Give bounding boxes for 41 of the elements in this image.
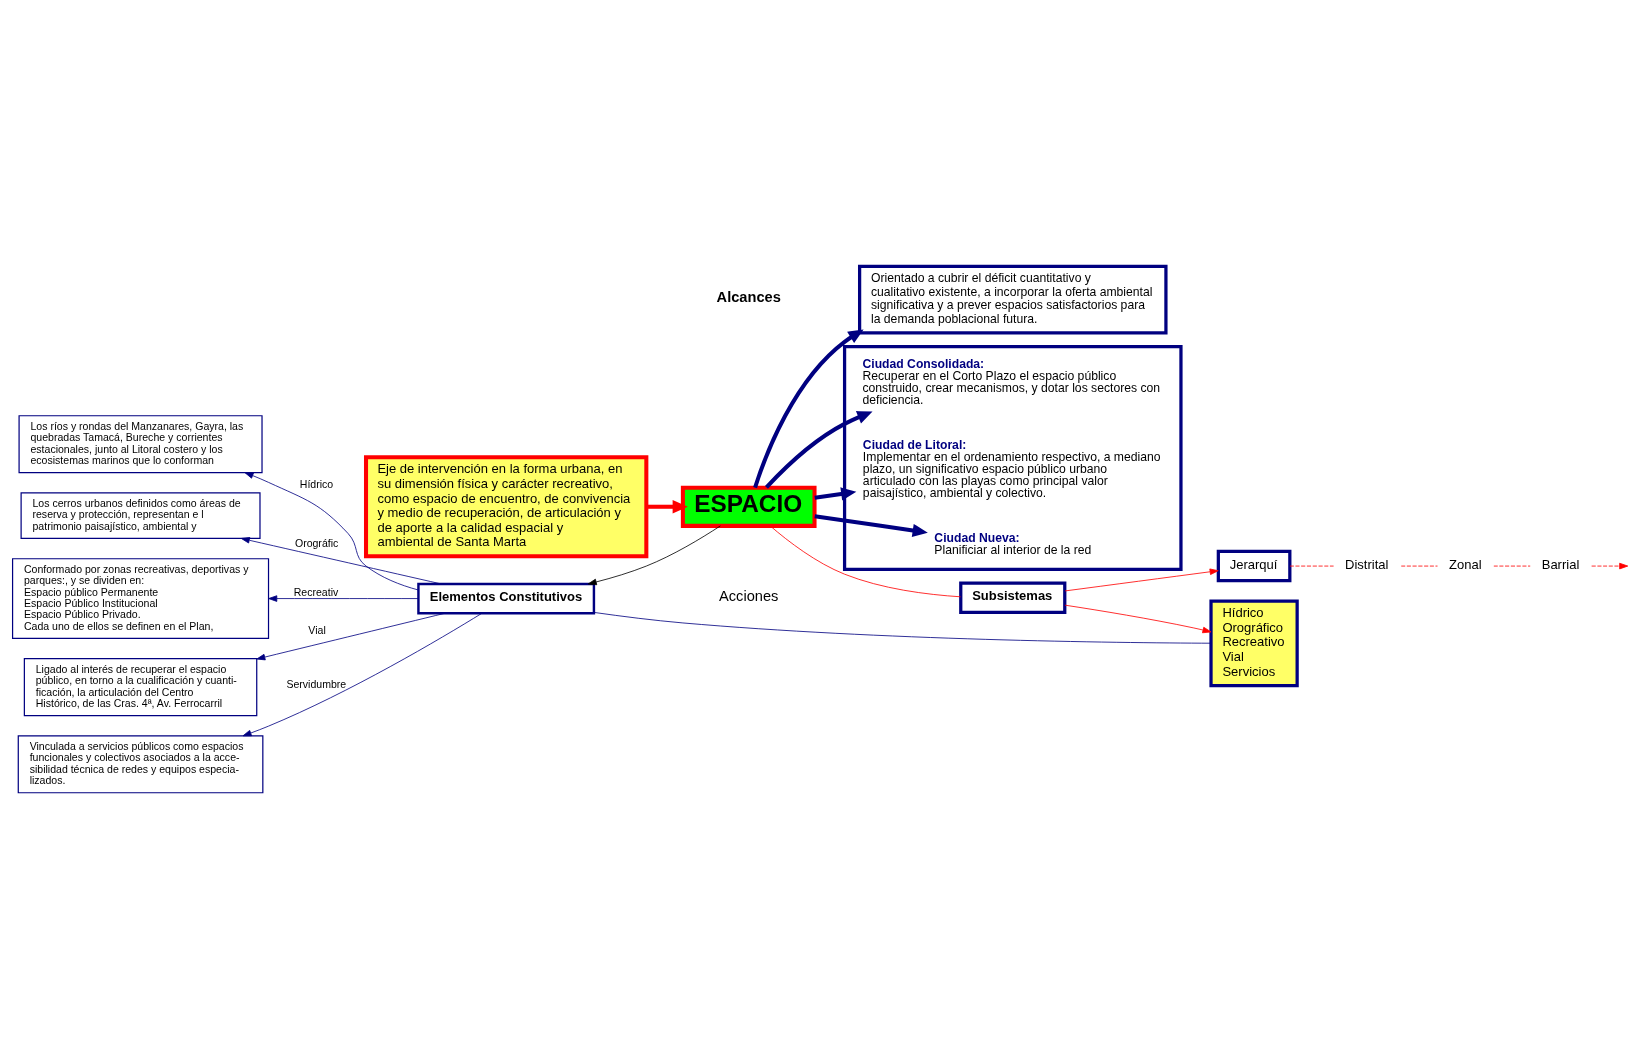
node-box: Los ríos y rondas del Manzanares, Gayra, las quebradas Tamacá, Bureche y corrientes estacionales, junto al Litoral costero y los ecosistemas marinos que lo conforman	[18, 415, 263, 474]
arrow	[242, 612, 483, 737]
node-box: Ligado al interés de recuperar el espacio público, en torno a la cualificación y cuanti- ficación, la articulación del Centro Histórico, de las Cras. 4ª, Av. Ferrocarril	[23, 658, 258, 717]
edge-label: Recreativ	[293, 585, 339, 598]
arrow	[814, 514, 928, 538]
edge-label: Servidumbre	[286, 678, 347, 691]
node-text: Ciudad Consolidada: Recuperar en el Corto Plazo el espacio público construido, crear mecanismos, y dotar los sectores con deficiencia.	[862, 356, 1161, 408]
edge-label: Hídrico	[299, 478, 334, 491]
node-box: Hídrico Orográfico Recreativo Vial Servicios	[1209, 599, 1299, 688]
arrow	[814, 487, 857, 501]
node-box: ESPACIO	[680, 485, 817, 528]
arrow	[1591, 562, 1629, 570]
arrow	[244, 472, 419, 591]
arrow	[765, 411, 873, 489]
node-text: Barrial	[1541, 557, 1580, 573]
arrow	[1064, 568, 1219, 592]
connector	[770, 525, 961, 598]
node-text: Zonal	[1449, 557, 1482, 573]
arrow	[256, 612, 446, 661]
arrow	[753, 329, 864, 489]
node-text: Ciudad de Litoral: Implementar en el ordenamiento respectivo, a mediano plazo, un significativo espacio público urbano articulado con las playas como principal valor paisajístico, ambiental y colectivo.	[862, 437, 1161, 501]
node-box: Orientado a cubrir el déficit cuantitativo y cualitativo existente, a incorporar la oferta ambiental significativa y a prever espacios satisfactorios para la demanda poblacional futura.	[858, 264, 1168, 335]
arrow	[268, 595, 419, 602]
arrow	[240, 537, 442, 585]
edge-label: Orográfic	[294, 536, 339, 549]
node-text: Distrital	[1345, 557, 1389, 573]
node-box: Jerarquí	[1216, 549, 1292, 583]
node-box: Los cerros urbanos definidos como áreas de reserva y protección, representan e l patrimonio paisajístico, ambiental y	[20, 492, 261, 540]
node-box: Subsistemas	[959, 581, 1067, 614]
label: Alcances	[716, 289, 781, 306]
edge-label: Vial	[308, 623, 326, 636]
connector	[593, 612, 1212, 644]
node-box: Vinculada a servicios públicos como espacios funcionales y colectivos asociados a la acce- sibilidad técnica de redes y equipos especia- lizados.	[17, 735, 264, 794]
node-text: Ciudad Nueva: Planificiar al interior de la red	[934, 530, 1092, 557]
node-box: Eje de intervención en la forma urbana, en su dimensión física y carácter recreativo, como espacio de encuentro, de convivencia y medio de recuperación, de articulación y de aporte a la calidad espacial y ambiental de Santa Marta	[364, 455, 649, 559]
arrow	[646, 500, 688, 514]
node-box: Conformado por zonas recreativas, deportivas y parques:, y se dividen en: Espacio público Permanente Espacio Público Institucional Espacio Público Privado. Cada uno de ellos se definen en el Plan,	[11, 558, 270, 639]
label: Acciones	[719, 588, 779, 605]
arrow	[587, 525, 721, 586]
arrow	[1064, 604, 1212, 634]
node-box: Elementos Constitutivos	[417, 582, 596, 615]
